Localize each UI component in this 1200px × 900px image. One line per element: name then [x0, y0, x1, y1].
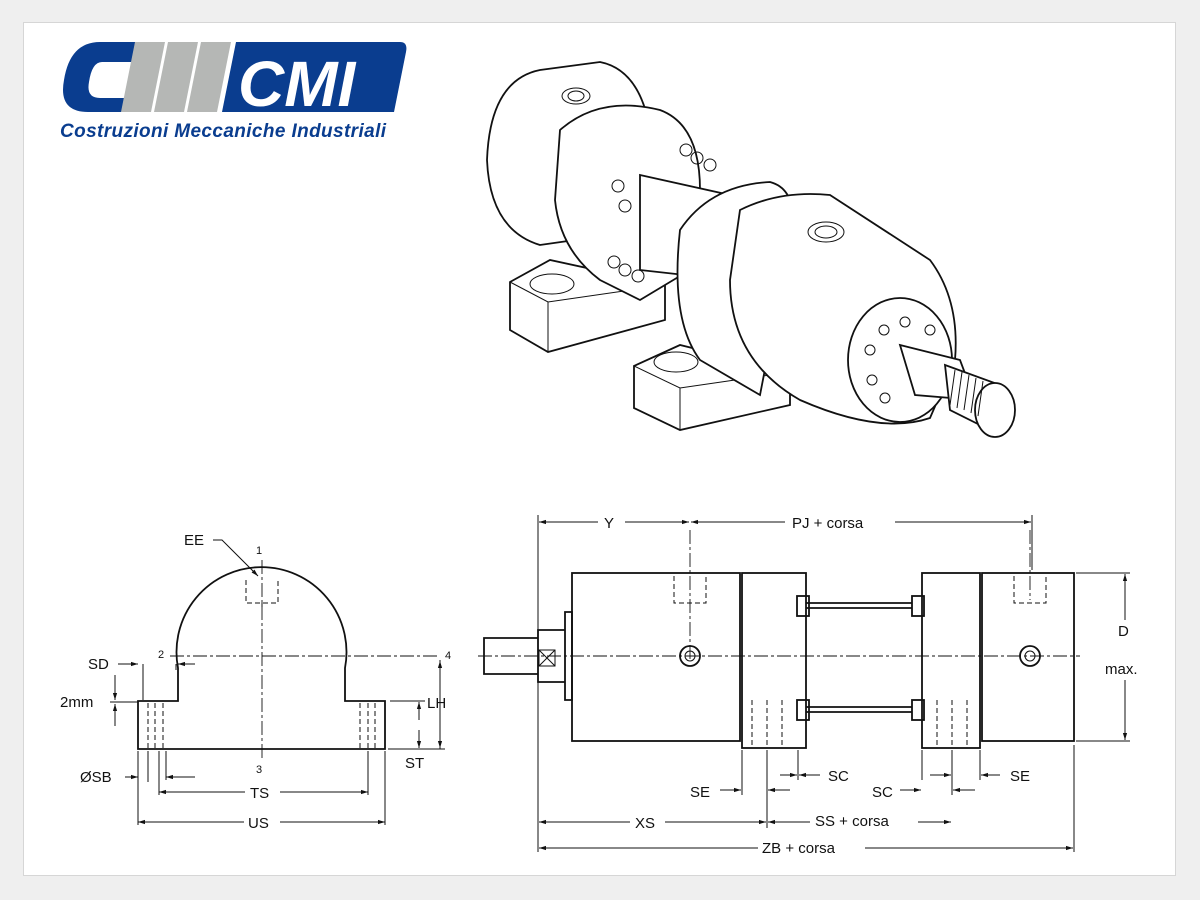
label-sd: SD [88, 656, 109, 673]
label-zb: ZB + corsa [762, 840, 836, 857]
label-sc-left: SC [828, 768, 849, 785]
label-d: D [1118, 623, 1129, 640]
label-xs: XS [635, 815, 655, 832]
port-3: 3 [256, 764, 262, 776]
logo-tagline: Costruzioni Meccaniche Industriali [60, 121, 387, 142]
isometric-cylinder-view [486, 61, 1016, 438]
port-2: 2 [158, 649, 164, 661]
cmi-logo: CMI Costruzioni Meccaniche Industriali [60, 42, 407, 142]
label-y: Y [604, 515, 614, 532]
label-2mm: 2mm [60, 694, 93, 711]
label-se-right: SE [1010, 768, 1030, 785]
label-us: US [248, 815, 269, 832]
label-pj: PJ + corsa [792, 515, 864, 532]
side-view: EE 1 2 3 4 SD 2mm LH ST ØSB TS US [60, 532, 451, 832]
label-max: max. [1105, 661, 1138, 678]
label-ts: TS [250, 785, 269, 802]
logo-mark: CMI [238, 48, 357, 120]
label-ee: EE [184, 532, 204, 549]
label-ss: SS + corsa [815, 813, 889, 830]
label-osb: ØSB [80, 769, 112, 786]
port-4: 4 [445, 650, 451, 662]
front-view: Y PJ + corsa D max. SE SC SC SE XS SS + … [478, 515, 1138, 857]
port-1: 1 [256, 545, 262, 557]
label-st: ST [405, 755, 424, 772]
label-se-left: SE [690, 784, 710, 801]
label-lh: LH [427, 695, 446, 712]
label-sc-right: SC [872, 784, 893, 801]
